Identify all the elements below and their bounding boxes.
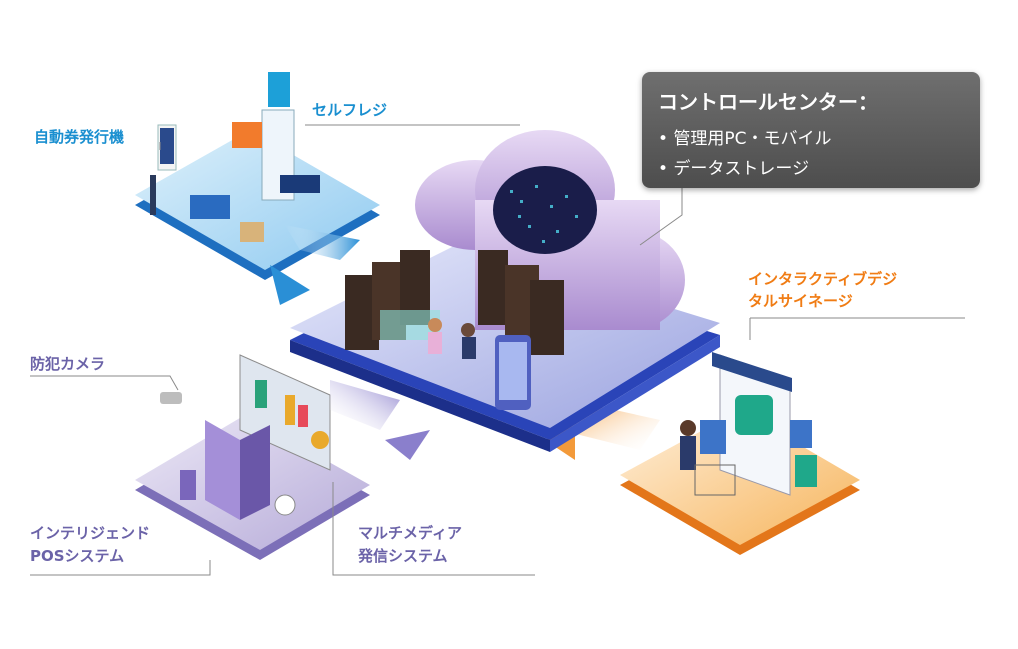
label-signage-line1: インタラクティブデジ: [748, 270, 898, 288]
signage-platform: [620, 352, 860, 555]
label-self-register: セルフレジ: [312, 101, 388, 119]
label-pos-line2: POSシステム: [30, 547, 125, 565]
pos-platform: [135, 354, 370, 560]
label-signage-line2: タルサイネージ: [748, 292, 853, 310]
label-multimedia-line2: 発信システム: [358, 547, 448, 565]
label-multimedia-line1: マルチメディア: [358, 524, 462, 542]
control-center-item-pc: • 管理用PC・モバイル: [658, 129, 832, 149]
label-camera: 防犯カメラ: [30, 355, 106, 373]
control-center-title: コントロールセンター：: [658, 90, 878, 114]
control-center-callout: コントロールセンター： • 管理用PC・モバイル • データストレージ: [642, 72, 980, 188]
label-pos-line1: インテリジェンド: [30, 524, 151, 542]
leader-lines: [30, 124, 965, 576]
label-ticket-machine: 自動券発行機: [34, 128, 125, 146]
control-center-item-storage: • データストレージ: [658, 159, 810, 179]
operators: [380, 310, 531, 410]
